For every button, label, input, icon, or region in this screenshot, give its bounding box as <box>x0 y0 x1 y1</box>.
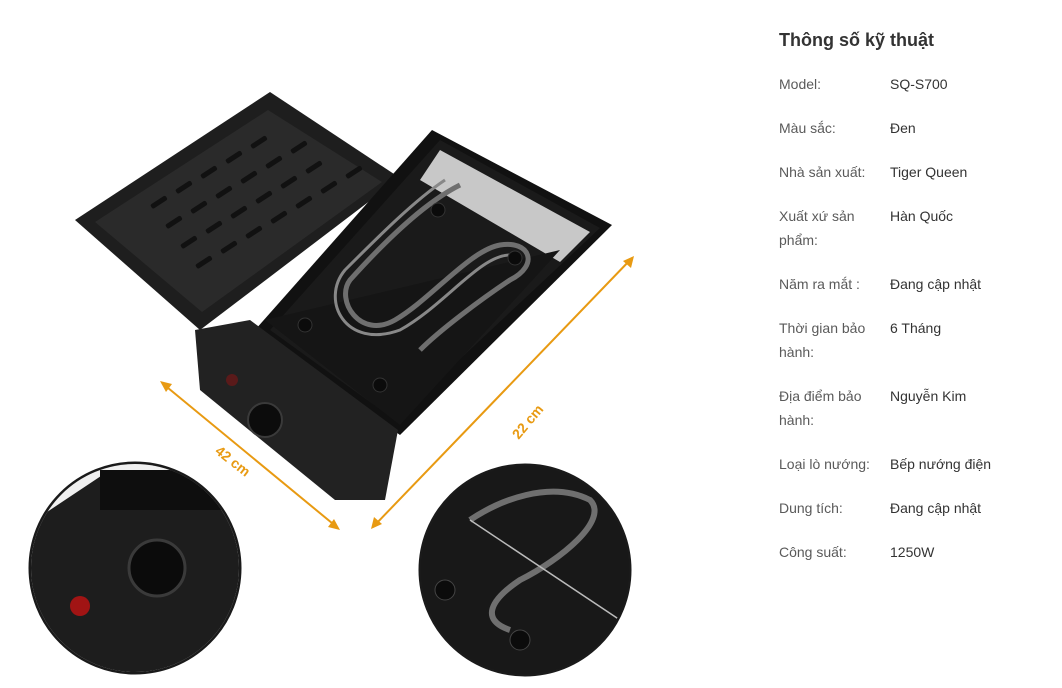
spec-label: Công suất: <box>779 544 847 560</box>
spec-label: Năm ra mắt : <box>779 276 860 292</box>
spec-row-power: Công suất: 1250W <box>779 540 1049 564</box>
grill-base <box>195 130 612 500</box>
detail-zoom-controls <box>28 461 242 675</box>
spec-value: Tiger Queen <box>890 164 968 180</box>
spec-value: Bếp nướng điện <box>890 456 992 472</box>
spec-value: 6 Tháng <box>890 320 942 336</box>
spec-value: SQ-S700 <box>890 76 948 92</box>
spec-label: Địa điểm bảo hành: <box>779 388 862 428</box>
spec-label: Loại lò nướng: <box>779 456 870 472</box>
spec-label: Dung tích: <box>779 500 843 516</box>
product-image: 42 cm 22 cm <box>28 92 634 677</box>
detail-zoom-coil <box>418 463 632 677</box>
spec-value: Hàn Quốc <box>890 208 954 224</box>
grill-plate <box>75 92 400 330</box>
spec-label: Nhà sản xuất: <box>779 164 866 180</box>
spec-row-model: Model: SQ-S700 <box>779 72 1049 96</box>
spec-value: Đen <box>890 120 916 136</box>
dimension-depth-label: 22 cm <box>509 401 547 442</box>
spec-row-release-year: Năm ra mắt : Đang cập nhật <box>779 272 1049 296</box>
spec-row-warranty-location: Địa điểm bảo hành: Nguyễn Kim <box>779 384 1049 432</box>
spec-label: Màu sắc: <box>779 120 836 136</box>
spec-label: Thời gian bảo hành: <box>779 320 866 360</box>
spec-row-capacity: Dung tích: Đang cập nhật <box>779 496 1049 520</box>
spec-row-origin: Xuất xứ sản phẩm: Hàn Quốc <box>779 204 1049 252</box>
spec-label: Model: <box>779 76 822 92</box>
specs-title: Thông số kỹ thuật <box>779 30 934 50</box>
specs-panel: Thông số kỹ thuật Model: SQ-S700 Màu sắc… <box>779 28 1049 584</box>
spec-value: 1250W <box>890 544 935 560</box>
spec-value: Đang cập nhật <box>890 500 982 516</box>
spec-row-oven-type: Loại lò nướng: Bếp nướng điện <box>779 452 1049 476</box>
spec-row-manufacturer: Nhà sản xuất: Tiger Queen <box>779 160 1049 184</box>
spec-row-warranty-period: Thời gian bảo hành: 6 Tháng <box>779 316 1049 364</box>
spec-value: Nguyễn Kim <box>890 388 967 404</box>
spec-value: Đang cập nhật <box>890 276 982 292</box>
dimension-arrows <box>160 256 634 530</box>
dimension-width-label: 42 cm <box>212 442 253 479</box>
spec-label: Xuất xứ sản phẩm: <box>779 208 855 248</box>
spec-row-color: Màu sắc: Đen <box>779 116 1049 140</box>
grill-illustration: 42 cm 22 cm <box>28 92 634 677</box>
